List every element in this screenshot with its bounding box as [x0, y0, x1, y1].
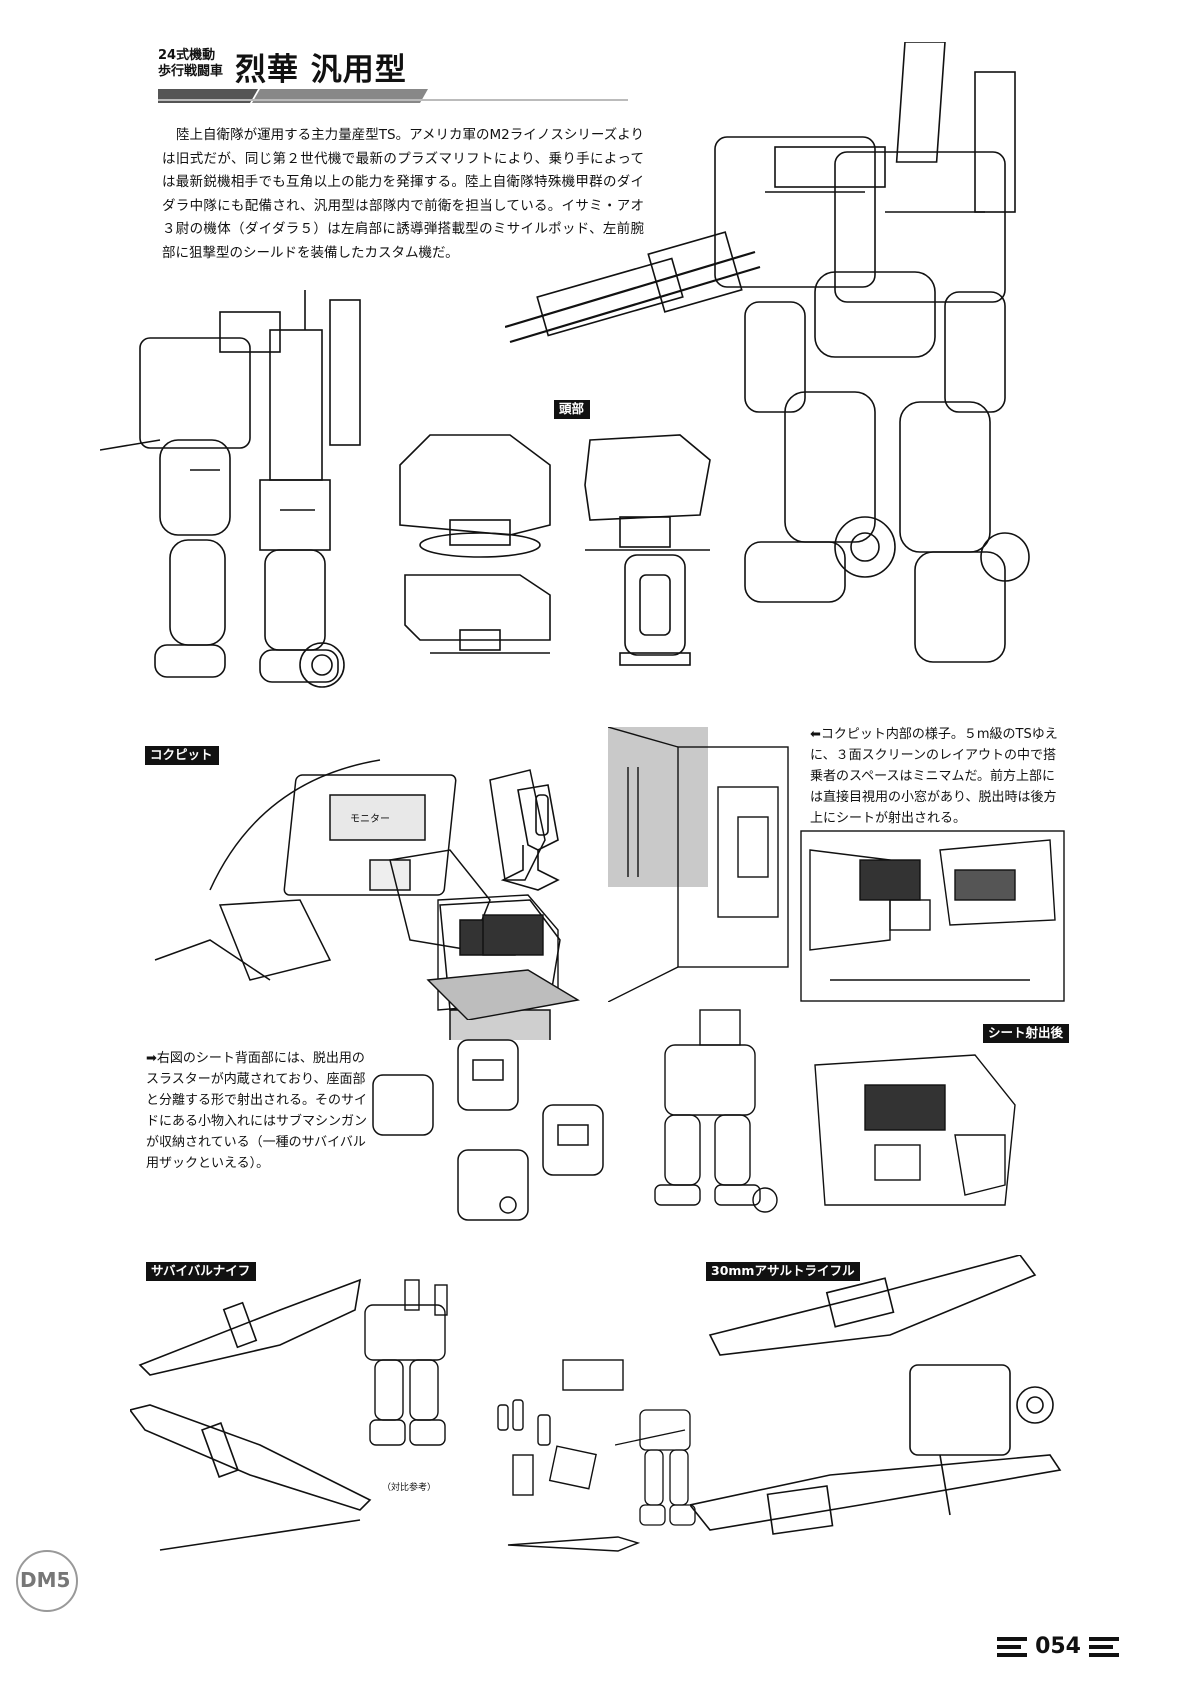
series-line-2: 歩行戦闘車 [158, 64, 224, 79]
page-number-stripes-left [997, 1636, 1028, 1657]
watermark-text: DM5 [20, 1568, 71, 1592]
series-name: 24式機動 歩行戦闘車 [158, 48, 223, 80]
seat-back-views-illustration [368, 1035, 628, 1235]
page-number-stripes-right [1089, 1636, 1119, 1657]
mech-with-rifle-small-illustration [615, 1390, 715, 1550]
survival-knife-illustration [130, 1270, 380, 1570]
cockpit-seat-illustration [408, 890, 593, 1020]
series-line-1: 24式機動 [158, 48, 216, 63]
mech-front-view-illustration [505, 42, 1070, 692]
section-label-rifle: 30mmアサルトライフル [706, 1262, 861, 1281]
scale-reference-label: （対比参考） [382, 1483, 437, 1493]
intro-text: 陸上自衛隊が運用する主力量産型TS。アメリカ軍のM2ライノスシリーズよりは旧式だ… [162, 127, 644, 261]
cockpit-screens-illustration [800, 830, 1065, 1002]
assault-rifle-illustration [690, 1255, 1070, 1565]
watermark-logo: DM5 [14, 1548, 80, 1614]
monitor-text: モニター [350, 813, 390, 825]
section-label-knife: サバイバルナイフ [146, 1262, 257, 1281]
caption-seat-back: ➡右図のシート背面部には、脱出用のスラスターが内蔵されており、座面部と分離する形… [146, 1051, 368, 1171]
page-number-block: 054 [997, 1634, 1119, 1659]
mech-with-knife-illustration [345, 1275, 465, 1475]
mech-seat-ejected-illustration [625, 1005, 800, 1220]
head-views-illustration [390, 425, 720, 675]
mech-rear-view-illustration [100, 290, 390, 695]
section-label-head: 頭部 [554, 400, 591, 419]
cockpit-seat-ejected-illustration [805, 1045, 1030, 1220]
control-stick-illustration [478, 780, 578, 900]
cockpit-interior-illustration [608, 727, 800, 1002]
page-title: 烈華 汎用型 [235, 52, 407, 88]
section-label-seat-ejected: シート射出後 [983, 1024, 1070, 1043]
title-rule [158, 88, 628, 103]
page-number: 054 [1035, 1634, 1081, 1659]
ammunition-illustration [478, 1355, 648, 1565]
caption-cockpit-interior: ⬅コクピット内部の様子。５m級のTSゆえに、３面スクリーンのレイアウトの中で搭乗… [810, 727, 1058, 826]
section-label-cockpit: コクピット [145, 746, 219, 765]
